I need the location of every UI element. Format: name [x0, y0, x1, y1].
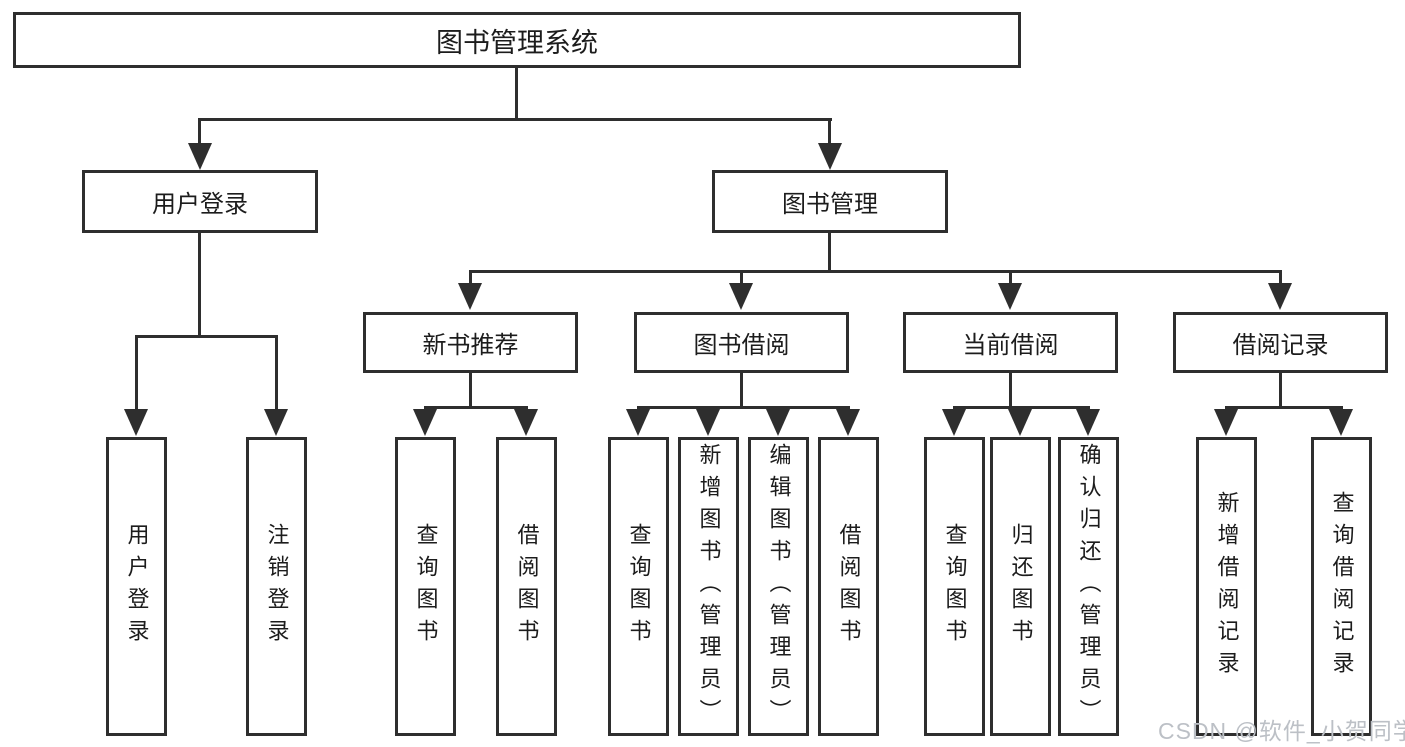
connector-nbr-hbar [424, 406, 528, 409]
node-leaf-cb-return-book: 归还图书 [990, 437, 1051, 736]
connector-nbr-stem [469, 373, 472, 408]
connector-br-stem [1279, 373, 1282, 408]
arrowhead-new-book-recommend [458, 283, 482, 310]
arrowhead-bb-edit-book [766, 409, 790, 436]
connector-root-hbar [198, 118, 832, 121]
node-leaf-cb-confirm-return: 确认归还（管理员） [1058, 437, 1119, 736]
connector-bb-hbar [637, 406, 850, 409]
arrowhead-cb-return-book [1008, 409, 1032, 436]
arrowhead-current-borrow [998, 283, 1022, 310]
arrowhead-bb-query-book [626, 409, 650, 436]
connector-book-management-stem [828, 233, 831, 272]
arrowhead-leaf-user-login [124, 409, 148, 436]
arrowhead-cb-query-book [942, 409, 966, 436]
node-book-borrow: 图书借阅 [634, 312, 849, 373]
connector-borrow-record-drop [1279, 270, 1282, 285]
arrowhead-nbr-borrow-book [514, 409, 538, 436]
node-leaf-bb-borrow-book: 借阅图书 [818, 437, 879, 736]
connector-level3-hbar [469, 270, 1282, 273]
arrowhead-leaf-logout [264, 409, 288, 436]
node-leaf-user-login: 用户登录 [106, 437, 167, 736]
node-book-management: 图书管理 [712, 170, 948, 233]
arrowhead-book-borrow [729, 283, 753, 310]
connector-br-hbar [1225, 406, 1343, 409]
node-new-book-recommend: 新书推荐 [363, 312, 578, 373]
node-user-login: 用户登录 [82, 170, 318, 233]
node-borrow-record: 借阅记录 [1173, 312, 1388, 373]
node-leaf-bb-query-book: 查询图书 [608, 437, 669, 736]
node-library-management-system: 图书管理系统 [13, 12, 1021, 68]
connector-user-login-drop [198, 118, 201, 145]
node-leaf-logout: 注销登录 [246, 437, 307, 736]
connector-current-borrow-drop [1009, 270, 1012, 285]
connector-cb-stem [1009, 373, 1012, 408]
connector-book-borrow-drop [740, 270, 743, 285]
connector-root-stem [515, 66, 518, 118]
connector-cb-hbar [953, 406, 1090, 409]
connector-leaf-logout-drop [275, 335, 278, 409]
watermark-csdn: CSDN @软件_小贺同学 [1158, 718, 1405, 744]
arrowhead-cb-confirm-return [1076, 409, 1100, 436]
node-leaf-nbr-borrow-book: 借阅图书 [496, 437, 557, 736]
node-leaf-br-add-record: 新增借阅记录 [1196, 437, 1257, 736]
arrowhead-book-management [818, 143, 842, 170]
node-leaf-nbr-query-book: 查询图书 [395, 437, 456, 736]
arrowhead-bb-add-book [696, 409, 720, 436]
connector-bb-stem [740, 373, 743, 408]
node-leaf-br-query-record: 查询借阅记录 [1311, 437, 1372, 736]
node-leaf-bb-edit-book: 编辑图书（管理员） [748, 437, 809, 736]
arrowhead-br-add-record [1214, 409, 1238, 436]
arrowhead-borrow-record [1268, 283, 1292, 310]
arrowhead-user-login [188, 143, 212, 170]
arrowhead-br-query-record [1329, 409, 1353, 436]
connector-leaf-user-login-drop [135, 335, 138, 409]
arrowhead-nbr-query-book [413, 409, 437, 436]
arrowhead-bb-borrow-book [836, 409, 860, 436]
connector-new-book-recommend-drop [469, 270, 472, 285]
node-leaf-bb-add-book: 新增图书（管理员） [678, 437, 739, 736]
node-current-borrow: 当前借阅 [903, 312, 1118, 373]
connector-book-management-drop [828, 118, 831, 145]
node-leaf-cb-query-book: 查询图书 [924, 437, 985, 736]
connector-user-login-hbar [135, 335, 278, 338]
connector-user-login-stem [198, 233, 201, 337]
